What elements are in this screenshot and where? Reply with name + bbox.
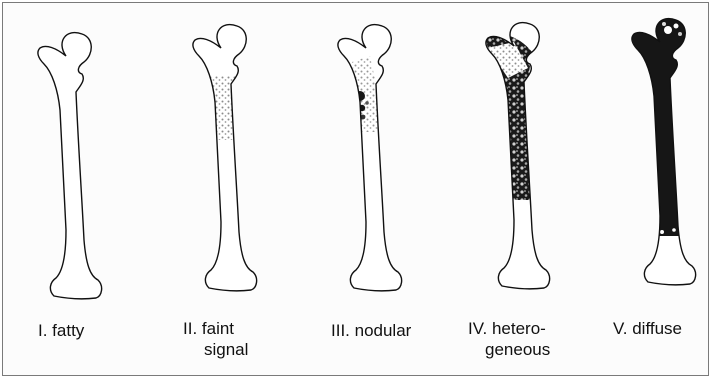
stage-3-label-line-1: III. nodular bbox=[331, 320, 411, 341]
stage-2-label: II. faint signal bbox=[183, 318, 248, 360]
femur-stage-5 bbox=[624, 16, 696, 285]
stage-4-label-line-2: geneous bbox=[468, 339, 550, 360]
stage-3-label: III. nodular bbox=[331, 320, 411, 341]
stage-1-label-line-1: I. fatty bbox=[38, 320, 84, 341]
stage-2-label-line-2: signal bbox=[183, 339, 248, 360]
stage-4-label: IV. hetero- geneous bbox=[468, 318, 550, 360]
stage-1-label: I. fatty bbox=[38, 320, 84, 341]
femur-stage-2 bbox=[193, 25, 257, 291]
femur-stage-1 bbox=[38, 33, 102, 299]
stage-5-label: V. diffuse bbox=[613, 318, 682, 339]
femur-stage-3 bbox=[338, 25, 402, 291]
stage-5-label-line-1: V. diffuse bbox=[613, 318, 682, 339]
femur-stage-4 bbox=[484, 23, 550, 289]
stage-4-label-line-1: IV. hetero- bbox=[468, 318, 550, 339]
stage-2-label-line-1: II. faint bbox=[183, 318, 248, 339]
